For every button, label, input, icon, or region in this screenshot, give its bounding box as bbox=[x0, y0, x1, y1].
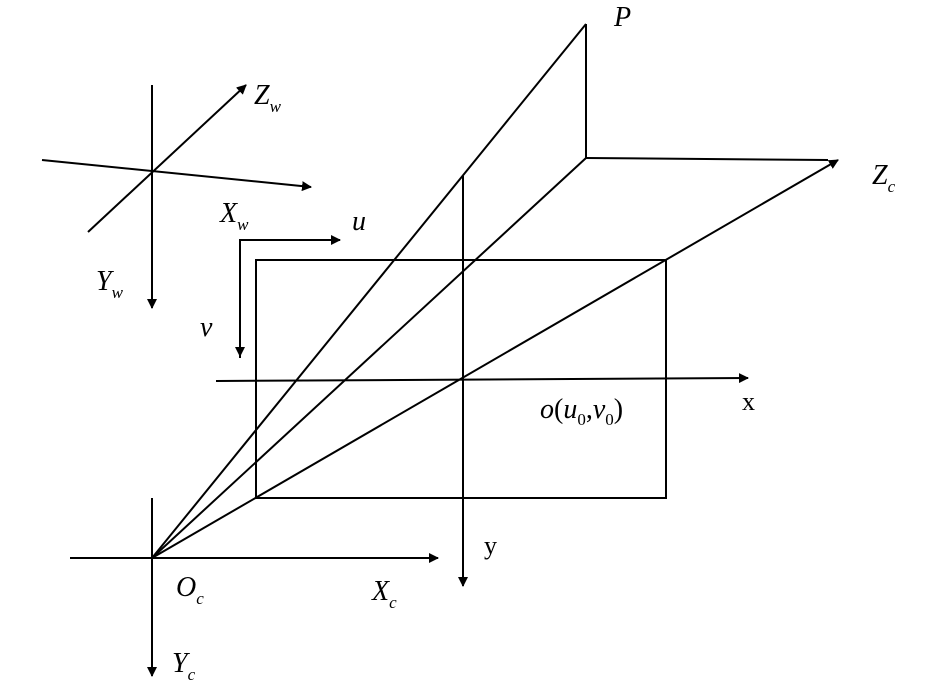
label-xw-sub: w bbox=[237, 215, 249, 234]
label-v: v bbox=[200, 312, 213, 343]
label-zw: Zw bbox=[254, 80, 282, 116]
principal-close: ) bbox=[614, 394, 623, 425]
label-zc-main: Z bbox=[872, 160, 888, 191]
label-zw-sub: w bbox=[270, 97, 282, 116]
label-p: P bbox=[613, 2, 631, 33]
label-oc-sub: c bbox=[196, 589, 204, 608]
label-zc: Zc bbox=[872, 160, 896, 196]
label-zw-main: Z bbox=[254, 80, 270, 111]
label-yw: Yw bbox=[96, 266, 124, 302]
camera-z-axis bbox=[151, 159, 839, 559]
label-yc: Yc bbox=[172, 648, 196, 684]
principal-o: o bbox=[540, 394, 554, 425]
label-yc-main: Y bbox=[172, 648, 191, 679]
principal-open: ( bbox=[554, 394, 563, 425]
label-yc-sub: c bbox=[188, 665, 196, 684]
label-xc-main: X bbox=[371, 576, 390, 607]
principal-comma: , bbox=[586, 394, 593, 425]
p-horizontal-line bbox=[585, 157, 829, 161]
label-xc-sub: c bbox=[389, 593, 397, 612]
image-axes bbox=[215, 176, 749, 587]
label-xc: Xc bbox=[371, 576, 397, 612]
label-oc: Oc bbox=[176, 572, 204, 608]
world-x-axis bbox=[41, 159, 312, 192]
label-yw-sub: w bbox=[112, 283, 124, 302]
label-principal-point: o(u0,v0) bbox=[540, 394, 623, 429]
label-oc-main: O bbox=[176, 572, 196, 603]
label-y: y bbox=[484, 531, 497, 560]
projection-rays bbox=[151, 23, 839, 559]
principal-u: u bbox=[563, 394, 577, 425]
label-u: u bbox=[352, 206, 366, 237]
pixel-axes bbox=[235, 235, 341, 358]
label-yw-main: Y bbox=[96, 266, 115, 297]
principal-v-sub: 0 bbox=[605, 410, 614, 429]
label-xw-main: X bbox=[219, 198, 238, 229]
ray-to-p bbox=[151, 23, 587, 559]
label-xw: Xw bbox=[219, 198, 249, 234]
label-x: x bbox=[742, 387, 755, 416]
camera-axes bbox=[70, 498, 439, 677]
p-to-image-line bbox=[151, 157, 587, 559]
world-axes bbox=[41, 84, 312, 309]
label-zc-sub: c bbox=[888, 177, 896, 196]
principal-v: v bbox=[593, 394, 606, 425]
point-p-construction bbox=[151, 24, 829, 559]
image-x-axis bbox=[215, 373, 749, 384]
principal-u-sub: 0 bbox=[577, 410, 586, 429]
world-z-axis bbox=[87, 84, 247, 233]
